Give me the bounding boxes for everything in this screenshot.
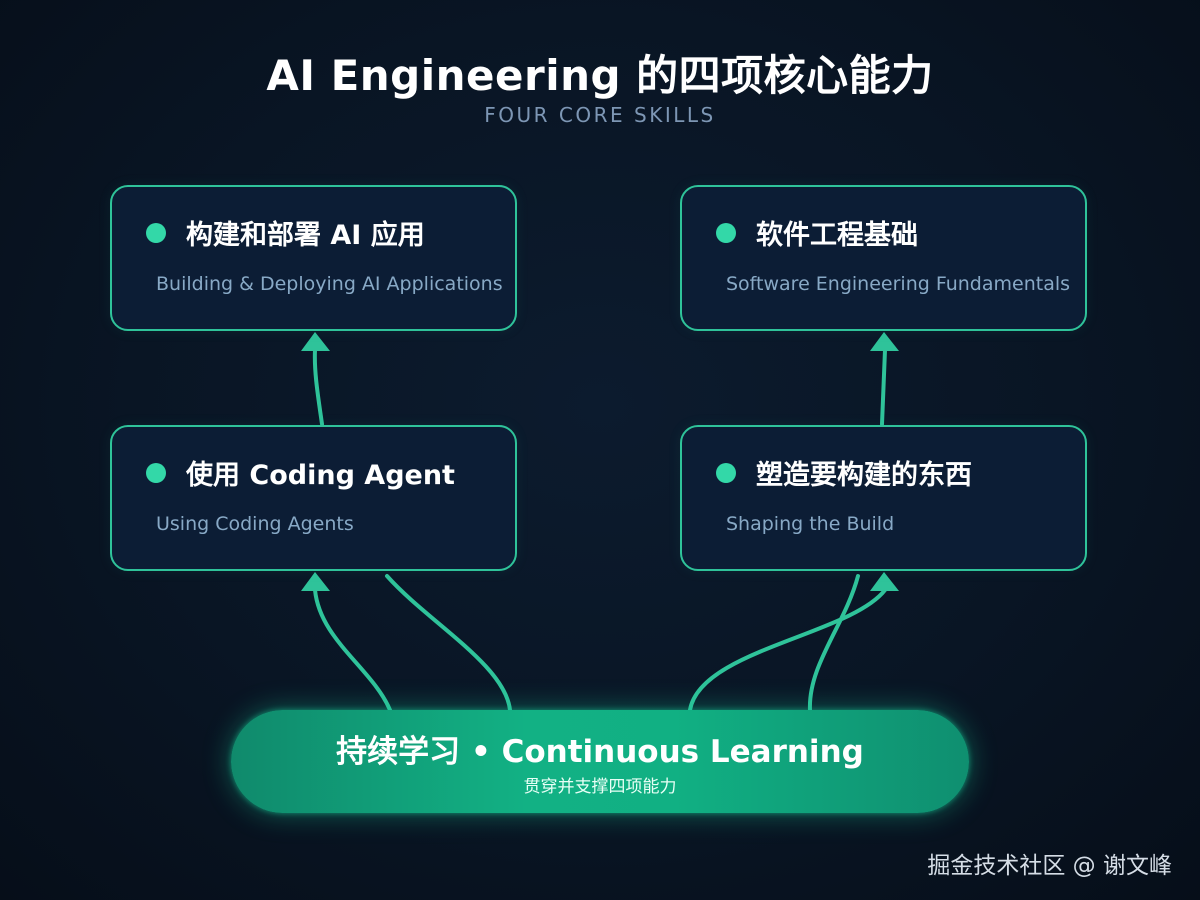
continuous-learning-pill: 持续学习 • Continuous Learning 贯穿并支撑四项能力 [231, 710, 969, 813]
page-subtitle: FOUR CORE SKILLS [484, 103, 716, 127]
skill-card-build-deploy: 构建和部署 AI 应用 Building & Deploying AI Appl… [110, 185, 517, 331]
arrowhead-shaping [870, 572, 899, 591]
skill-card-coding-agent: 使用 Coding Agent Using Coding Agents [110, 425, 517, 571]
skill-title: 塑造要构建的东西 [756, 460, 972, 491]
skill-subtitle: Shaping the Build [726, 513, 895, 535]
page-title: AI Engineering 的四项核心能力 [266, 51, 934, 100]
skill-card-software-engineering: 软件工程基础 Software Engineering Fundamentals [680, 185, 1087, 331]
bullet-dot-icon [146, 463, 166, 483]
arrowhead-software [870, 332, 899, 351]
skill-title: 使用 Coding Agent [186, 460, 455, 491]
skill-title: 构建和部署 AI 应用 [186, 220, 425, 251]
skill-title: 软件工程基础 [756, 220, 918, 251]
bullet-dot-icon [146, 223, 166, 243]
skill-subtitle: Using Coding Agents [156, 513, 354, 535]
connector-learning-to-shaping [688, 588, 887, 712]
watermark-credit: 掘金技术社区 @ 谢文峰 [927, 853, 1172, 879]
bullet-dot-icon [716, 463, 736, 483]
arrowhead-coding [301, 572, 330, 591]
skill-subtitle: Software Engineering Fundamentals [726, 273, 1071, 295]
skill-card-shaping: 塑造要构建的东西 Shaping the Build [680, 425, 1087, 571]
arrowhead-build [301, 332, 330, 351]
connector-shaping-to-software [880, 348, 887, 426]
bullet-dot-icon [716, 223, 736, 243]
foundation-subtitle: 贯穿并支撑四项能力 [523, 777, 677, 797]
foundation-title: 持续学习 • Continuous Learning [336, 734, 864, 770]
connector-coding-to-build [312, 348, 324, 426]
connector-coding-to-learning [385, 574, 512, 712]
skill-subtitle: Building & Deploying AI Applications [156, 273, 503, 295]
connector-shaping-to-learning [807, 574, 860, 712]
connector-learning-to-coding [313, 588, 392, 712]
